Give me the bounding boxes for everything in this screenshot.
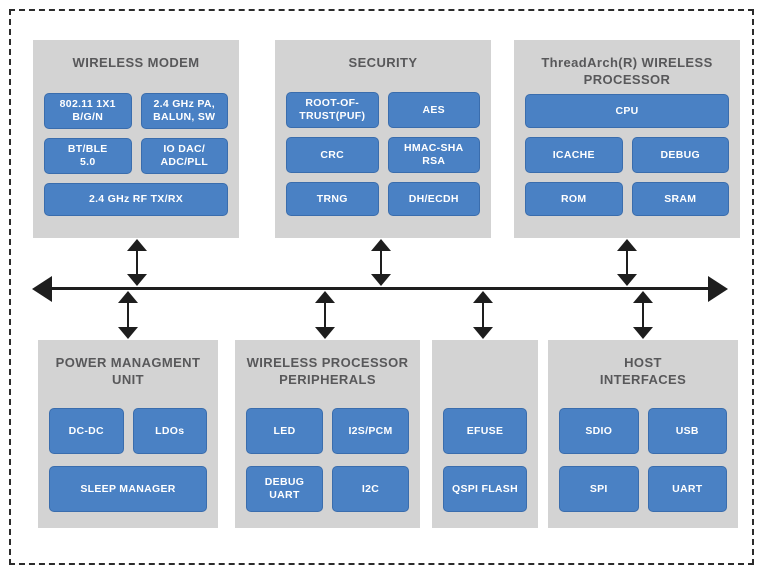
block-title: WIRELESS PROCESSOR PERIPHERALS <box>246 355 409 387</box>
chip-qspi-flash: QSPI FLASH <box>443 466 527 512</box>
chip-rows: DC-DC LDOs SLEEP MANAGER <box>49 408 207 512</box>
block-threadarch-processor: ThreadArch(R) WIRELESS PROCESSOR CPU ICA… <box>514 40 740 238</box>
system-bus-arrow <box>32 275 728 302</box>
chip-80211: 802.11 1X1 B/G/N <box>44 93 132 129</box>
chip-crc: CRC <box>286 137 379 173</box>
block-wireless-modem: WIRELESS MODEM 802.11 1X1 B/G/N 2.4 GHz … <box>33 40 239 238</box>
chip-aes: AES <box>387 92 480 128</box>
chip-debug-uart: DEBUG UART <box>246 466 323 512</box>
chip-led: LED <box>246 408 323 454</box>
bus-arrowhead-right-icon <box>708 275 728 302</box>
chip-bt-ble: BT/BLE 5.0 <box>44 138 132 174</box>
chip-sdio: SDIO <box>559 408 639 454</box>
chip-rows: SDIO USB SPI UART <box>559 408 727 512</box>
chip-dh-ecdh: DH/ECDH <box>387 182 480 216</box>
block-storage: EFUSE QSPI FLASH <box>432 340 538 528</box>
connector-power-management-icon <box>117 291 139 339</box>
bus-line <box>50 287 710 290</box>
chip-rf-txrx: 2.4 GHz RF TX/RX <box>44 183 228 216</box>
connector-storage-icon <box>472 291 494 339</box>
chip-debug: DEBUG <box>631 137 729 173</box>
chip-rom: ROM <box>525 182 623 216</box>
dashed-frame <box>9 9 754 565</box>
chip-rows: LED I2S/PCM DEBUG UART I2C <box>246 408 409 512</box>
chip-trng: TRNG <box>286 182 379 216</box>
chip-spi: SPI <box>559 466 639 512</box>
block-title: ThreadArch(R) WIRELESS PROCESSOR <box>541 55 713 87</box>
chip-hmac-sha-rsa: HMAC-SHA RSA <box>387 137 480 173</box>
chip-rows: ROOT-OF- TRUST(PUF) AES CRC HMAC-SHA RSA… <box>286 92 480 216</box>
block-host-interfaces: HOST INTERFACES SDIO USB SPI UART <box>548 340 738 528</box>
block-title: WIRELESS MODEM <box>72 55 200 70</box>
chip-root-of-trust: ROOT-OF- TRUST(PUF) <box>286 92 379 128</box>
block-title: POWER MANAGMENT UNIT <box>55 355 201 387</box>
chip-i2c: I2C <box>332 466 409 512</box>
chip-icache: ICACHE <box>525 137 623 173</box>
connector-threadarch-icon <box>616 239 638 286</box>
bus-arrowhead-left-icon <box>32 275 52 302</box>
chip-io-dac-adc-pll: IO DAC/ ADC/PLL <box>140 138 228 174</box>
chip-rows: CPU ICACHE DEBUG ROM SRAM <box>525 94 729 216</box>
block-wireless-processor-peripherals: WIRELESS PROCESSOR PERIPHERALS LED I2S/P… <box>235 340 420 528</box>
block-title: HOST INTERFACES <box>599 355 687 387</box>
connector-wireless-modem-icon <box>126 239 148 286</box>
connector-wireless-peripherals-icon <box>314 291 336 339</box>
connector-host-interfaces-icon <box>632 291 654 339</box>
chip-dc-dc: DC-DC <box>49 408 124 454</box>
chip-pa-balun-sw: 2.4 GHz PA, BALUN, SW <box>140 93 228 129</box>
chip-ldos: LDOs <box>132 408 207 454</box>
block-security: SECURITY ROOT-OF- TRUST(PUF) AES CRC HMA… <box>275 40 491 238</box>
chip-sram: SRAM <box>631 182 729 216</box>
block-power-management-unit: POWER MANAGMENT UNIT DC-DC LDOs SLEEP MA… <box>38 340 218 528</box>
chip-cpu: CPU <box>525 94 729 128</box>
chip-efuse: EFUSE <box>443 408 527 454</box>
chip-rows: 802.11 1X1 B/G/N 2.4 GHz PA, BALUN, SW B… <box>44 93 228 216</box>
chip-uart: UART <box>647 466 727 512</box>
chip-usb: USB <box>647 408 727 454</box>
chip-sleep-manager: SLEEP MANAGER <box>49 466 207 512</box>
chip-i2s-pcm: I2S/PCM <box>332 408 409 454</box>
connector-security-icon <box>370 239 392 286</box>
chip-rows: EFUSE QSPI FLASH <box>443 408 527 512</box>
block-title: SECURITY <box>348 55 418 70</box>
